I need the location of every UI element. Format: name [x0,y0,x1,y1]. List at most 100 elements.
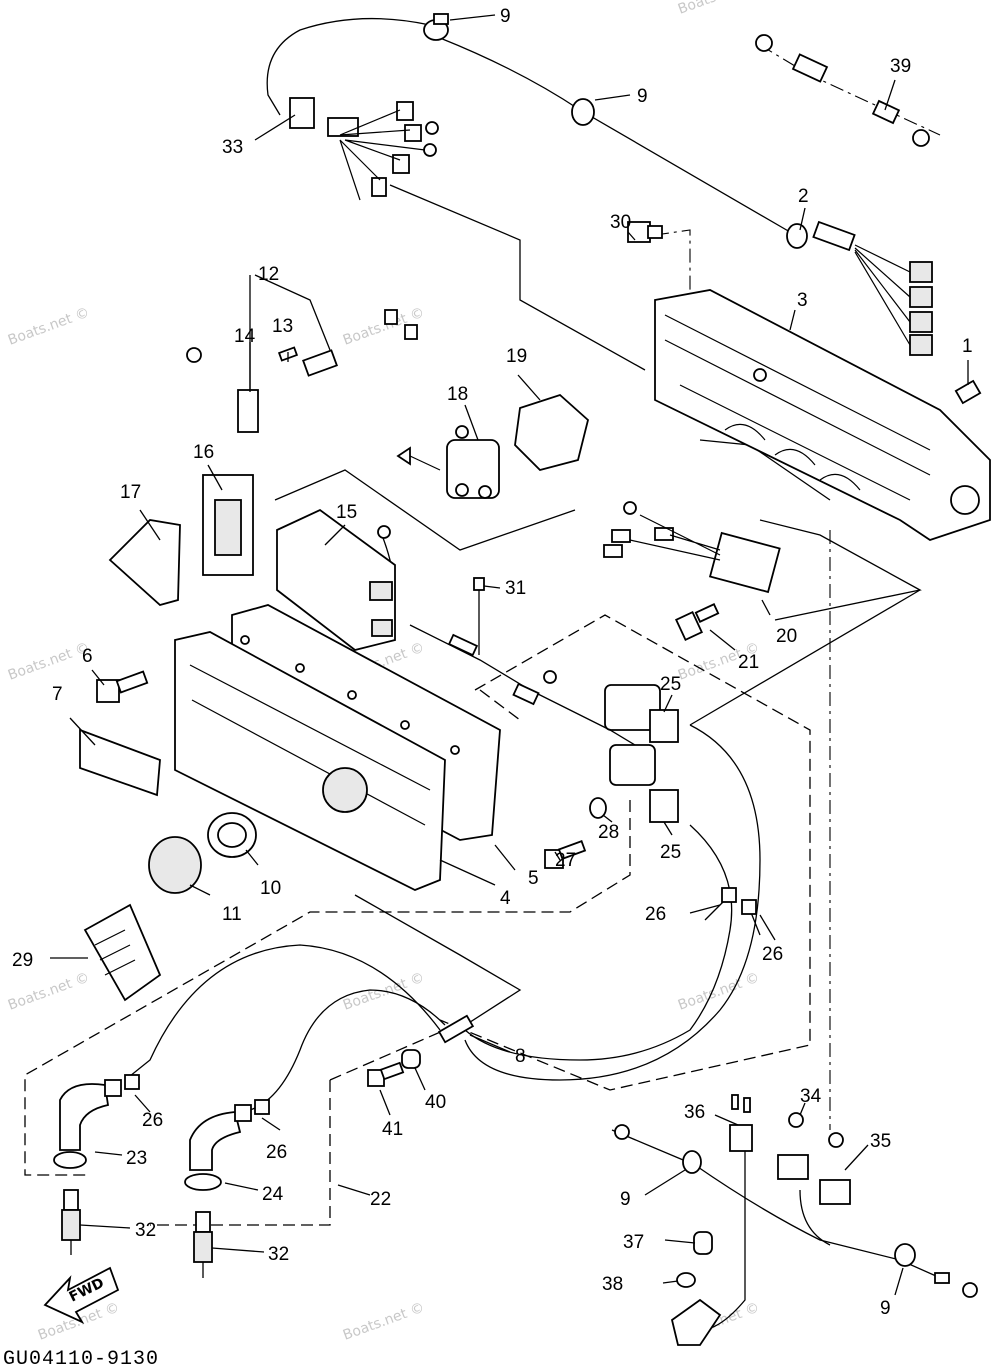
plug-clip [721,887,737,903]
clamp-part [786,223,808,249]
connector-block [909,261,933,283]
spark-plug-body [193,1231,213,1263]
bolt [674,611,704,641]
harness-plug [396,101,414,121]
relay-holder [514,393,590,472]
gasket-hole [347,690,357,700]
callout-37: 37 [623,1232,644,1253]
plug-clip [234,1104,252,1122]
ring-terminal [425,121,439,135]
ring-terminal [455,425,469,439]
assembly-boundaries [24,614,811,1226]
callout-33: 33 [222,137,243,158]
harness-holder [83,903,162,1002]
callout-40: 40 [425,1092,446,1113]
clamp-part [682,1150,702,1174]
ring-terminal [614,1124,630,1140]
plug-clip [124,1074,140,1090]
watermark: Boats.net © [6,970,92,1014]
connector-block [909,311,933,333]
plug-cap [59,1083,110,1151]
watermark: Boats.net © [341,1300,427,1344]
sensor [819,1179,851,1205]
callout-4: 4 [500,888,511,909]
callout-9: 9 [620,1189,631,1210]
callout-38: 38 [602,1274,623,1295]
callout-17: 17 [120,482,141,503]
callout-41: 41 [382,1119,403,1140]
callout-12: 12 [258,264,279,285]
callout-19: 19 [506,346,527,367]
wire-terminal [603,544,623,558]
callout-11: 11 [222,904,242,925]
callout-9: 9 [880,1298,891,1319]
switch [729,1124,753,1152]
plug-clip [104,1079,122,1097]
callout-32: 32 [268,1244,289,1265]
callout-20: 20 [776,626,797,647]
callout-25: 25 [660,842,681,863]
coil-cap [649,789,679,823]
cap [148,836,202,894]
harness-connector [289,97,315,129]
callout-9: 9 [500,6,511,27]
callout-14: 14 [234,326,256,347]
spark-plug [195,1211,211,1233]
callout-15: 15 [336,502,357,523]
wire-terminal [934,1272,950,1284]
connector-block [909,334,933,356]
callout-21: 21 [738,652,759,673]
callout-35: 35 [870,1131,891,1152]
callout-34: 34 [800,1086,822,1107]
ring-terminal [962,1282,978,1298]
harness-plug [371,177,387,197]
gasket-hole [450,745,460,755]
callout-8: 8 [515,1046,526,1067]
callout-5: 5 [528,868,539,889]
bolt [627,221,651,243]
electrical-bracket [654,289,991,541]
ring-terminal [623,501,637,515]
cdi-connector [369,581,393,601]
relay-terminal [455,483,469,497]
callout-26: 26 [762,944,783,965]
watermark: Boats.net © [676,0,762,18]
washer [589,797,607,819]
callout-26: 26 [645,904,666,925]
sleeve [447,633,479,657]
connector-block [909,286,933,308]
callout-16: 16 [193,442,214,463]
connector [404,324,418,340]
clamp-part [894,1243,916,1267]
ring-terminal [755,34,773,52]
leader-lines [50,14,969,1296]
gasket-hole [400,720,410,730]
callout-23: 23 [126,1148,147,1169]
sensor-probe [670,1298,722,1346]
ring-terminal [423,143,437,157]
harness-sleeve [812,220,856,252]
spark-plug [63,1189,79,1211]
watermark: Boats.net © [6,305,92,349]
cdi-unit [276,508,396,651]
label-plate [79,728,161,797]
clamp-tab [433,13,449,25]
bolt [693,1231,713,1255]
harness-plug [404,124,422,142]
callout-7: 7 [52,684,63,705]
relay-terminal [478,485,492,499]
switch-terminal [731,1094,739,1110]
switch-terminal [743,1097,751,1113]
mounting-hole [950,485,980,515]
fuse-holder [871,99,901,125]
ring-terminal [912,129,930,147]
fuse-holder [302,349,338,377]
gasket-hole [295,663,305,673]
parts: FWD [43,13,991,1346]
cable-tie [473,577,485,591]
relay-housing-inner [214,499,242,556]
callout-26: 26 [266,1142,287,1163]
bolt-thread [115,670,149,694]
callout-22: 22 [370,1189,391,1210]
